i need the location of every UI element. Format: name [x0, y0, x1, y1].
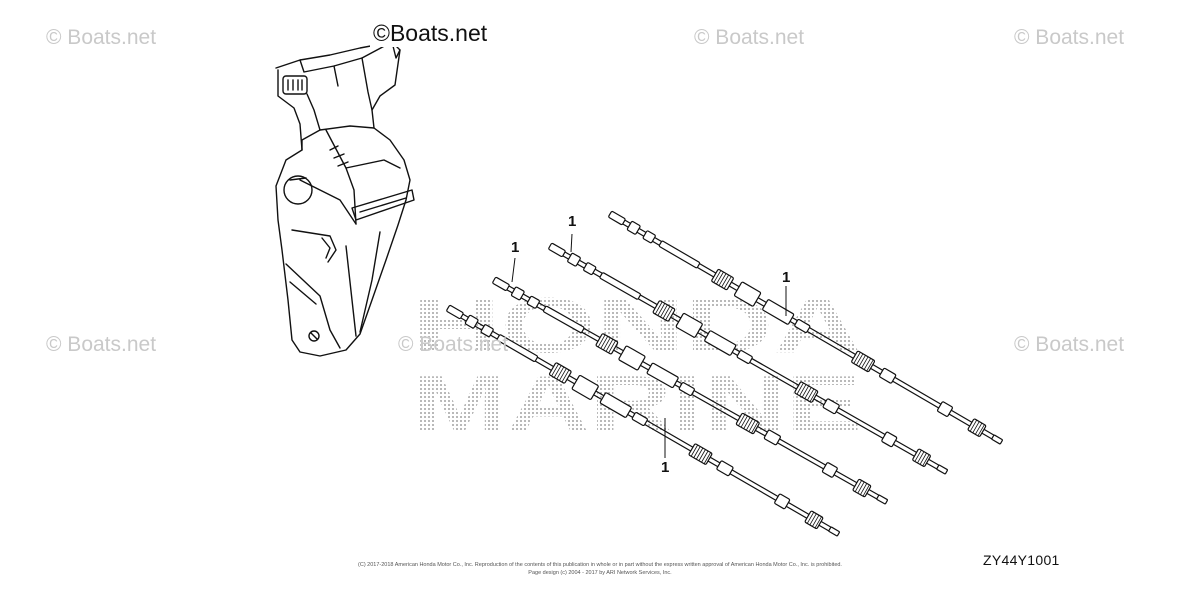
- remote-control-box: [275, 41, 415, 357]
- logo-line-marine: MARINE: [412, 359, 862, 447]
- cable-2: [492, 276, 888, 505]
- footer-page-design: Page design (c) 2004 - 2017 by ARI Netwo…: [528, 570, 672, 576]
- cable-4: [608, 210, 1003, 445]
- diagram-code: ZY44Y1001: [983, 552, 1060, 568]
- watermark-prominent: ©Boats.net: [370, 20, 491, 47]
- cable-3: [548, 242, 948, 475]
- callout-part-1-c: 1: [781, 269, 792, 286]
- watermark-mid-left: © Boats.net: [46, 333, 157, 356]
- watermark-top-right: © Boats.net: [1014, 26, 1125, 49]
- callout-part-1-a: 1: [567, 213, 578, 230]
- callout-leaders: [511, 233, 787, 458]
- watermark-mid-center: © Boats.net: [398, 333, 509, 356]
- cable-1: [446, 304, 840, 537]
- watermark-top-left: © Boats.net: [46, 26, 157, 49]
- callout-part-1-b: 1: [510, 239, 521, 256]
- callout-part-1-d: 1: [660, 459, 671, 476]
- watermark-top-center: © Boats.net: [694, 26, 805, 49]
- footer-copyright: (C) 2017-2018 American Honda Motor Co., …: [358, 562, 842, 568]
- control-cables: [446, 210, 1003, 537]
- watermark-mid-right: © Boats.net: [1014, 333, 1125, 356]
